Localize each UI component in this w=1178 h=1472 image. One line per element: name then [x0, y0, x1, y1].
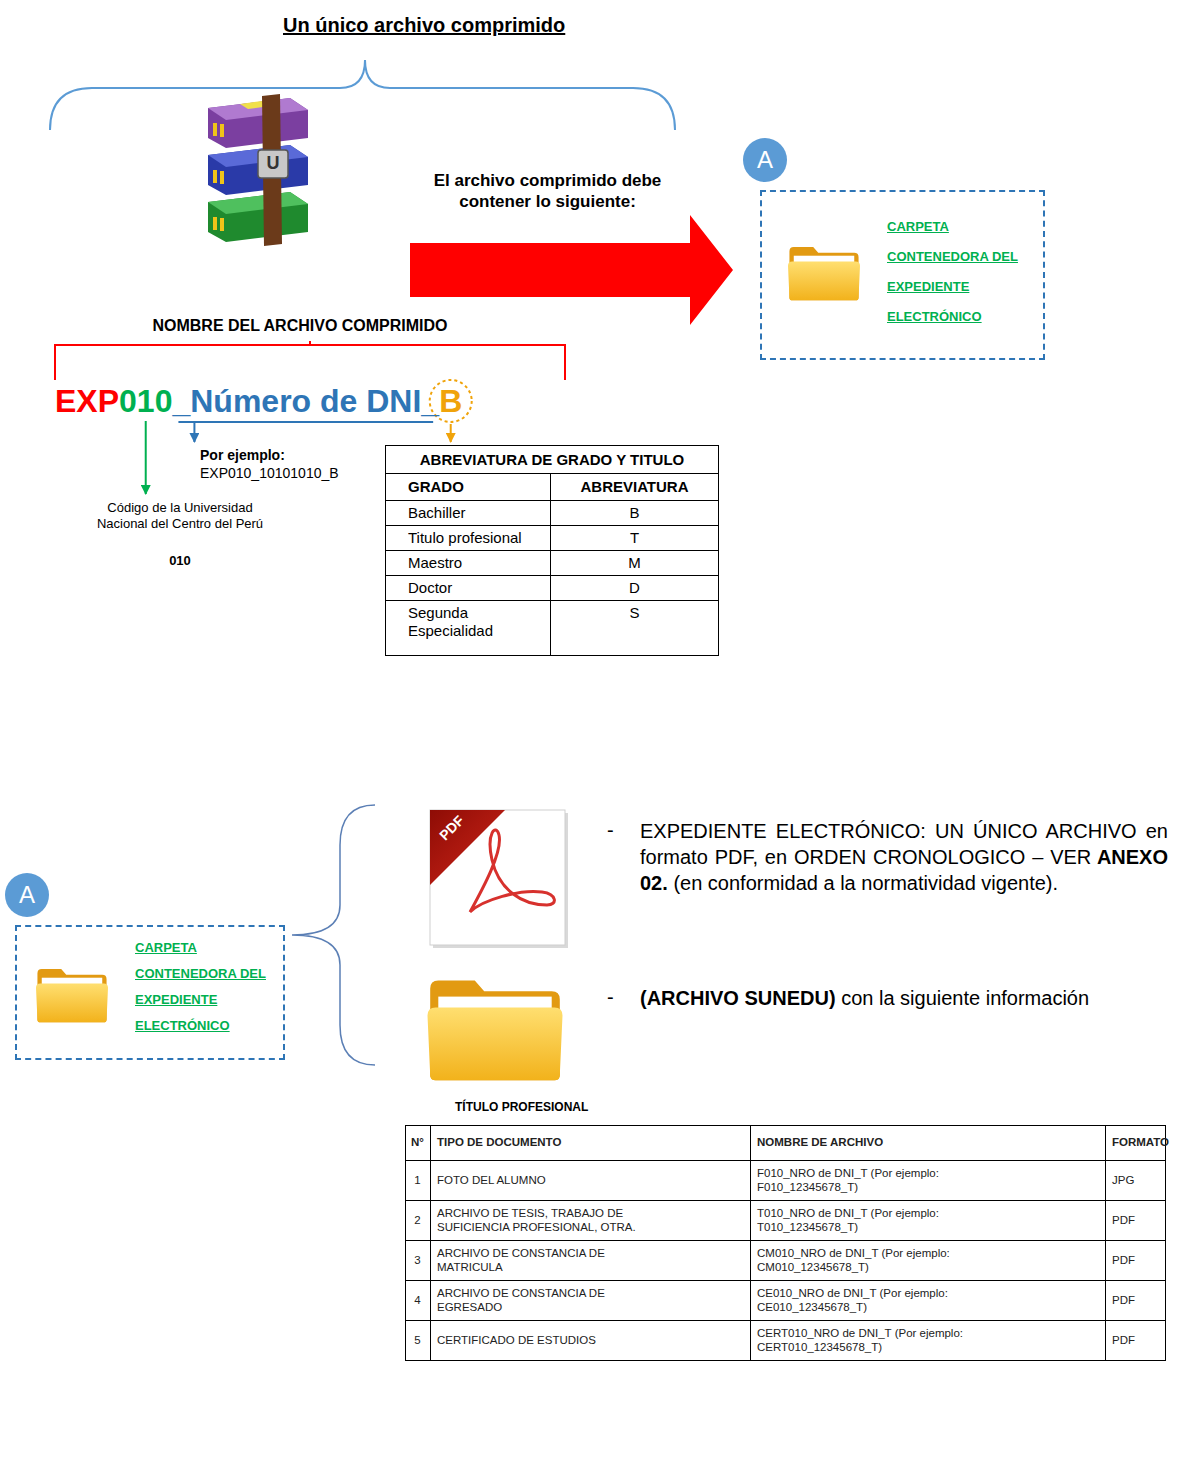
- table-cell: 3: [405, 1240, 431, 1281]
- table-cell: ABREVIATURA DE GRADO Y TITULO: [385, 445, 719, 474]
- code-note: Código de la Universidad Nacional del Ce…: [95, 500, 265, 533]
- leader-line: [145, 421, 147, 494]
- table-cell: M: [550, 550, 719, 576]
- table-cell: JPG: [1105, 1160, 1166, 1201]
- table-cell: PDF: [1105, 1320, 1166, 1361]
- example-label: Por ejemplo:: [200, 447, 285, 465]
- table-cell: PDF: [1105, 1240, 1166, 1281]
- table-cell: B: [550, 500, 719, 526]
- table-cell: CERTIFICADO DE ESTUDIOS: [430, 1320, 751, 1361]
- table-cell: 1: [405, 1160, 431, 1201]
- table-cell: T010_NRO de DNI_T (Por ejemplo: T010_123…: [750, 1200, 1106, 1241]
- table-cell: PDF: [1105, 1280, 1166, 1321]
- table-cell: S: [550, 600, 719, 656]
- body-text: con la siguiente información: [841, 987, 1089, 1009]
- body-text: EXPEDIENTE ELECTRÓNICO: UN ÚNICO ARCHIVO…: [640, 820, 1168, 868]
- example-value: EXP010_10101010_B: [200, 465, 339, 483]
- table-cell: Titulo profesional: [385, 525, 551, 551]
- table-cell: 5: [405, 1320, 431, 1361]
- name-part: EXP: [55, 383, 119, 419]
- table-cell: CERT010_NRO de DNI_T (Por ejemplo: CERT0…: [750, 1320, 1106, 1361]
- arrow-caption: El archivo comprimido debe contener lo s…: [415, 170, 680, 213]
- bullet: -: [607, 818, 614, 843]
- big-red-arrow: [410, 215, 733, 325]
- table-cell: CE010_NRO de DNI_T (Por ejemplo: CE010_1…: [750, 1280, 1106, 1321]
- name-part: 010: [119, 383, 172, 419]
- table-cell: GRADO: [385, 473, 551, 501]
- right-brace: [292, 805, 375, 1065]
- archive-icon: [208, 94, 308, 246]
- name-heading: NOMBRE DEL ARCHIVO COMPRIMIDO: [90, 316, 510, 336]
- leader-line: [178, 421, 433, 423]
- icon-letter: U: [258, 152, 288, 175]
- table-cell: N°: [405, 1125, 431, 1161]
- folder-box: CARPETA CONTENEDORA DEL EXPEDIENTE ELECT…: [15, 925, 285, 1060]
- table-cell: CM010_NRO de DNI_T (Por ejemplo: CM010_1…: [750, 1240, 1106, 1281]
- folder-box: CARPETA CONTENEDORA DEL EXPEDIENTE ELECT…: [760, 190, 1045, 360]
- table-cell: T: [550, 525, 719, 551]
- table-cell: NOMBRE DE ARCHIVO: [750, 1125, 1106, 1161]
- body-text: (ARCHIVO SUNEDU): [640, 987, 836, 1009]
- table-cell: 4: [405, 1280, 431, 1321]
- table-cell: ARCHIVO DE CONSTANCIA DE EGRESADO: [430, 1280, 751, 1321]
- table-cell: F010_NRO de DNI_T (Por ejemplo: F010_123…: [750, 1160, 1106, 1201]
- table-cell: FORMATO: [1105, 1125, 1166, 1161]
- table-cell: Segunda Especialidad: [385, 600, 551, 656]
- pdf-icon: [430, 810, 568, 948]
- name-bracket: [55, 341, 565, 380]
- table-title: TÍTULO PROFESIONAL: [455, 1100, 588, 1115]
- table-cell: Bachiller: [385, 500, 551, 526]
- table-cell: PDF: [1105, 1200, 1166, 1241]
- body-text: (en conformidad a la normatividad vigent…: [673, 872, 1058, 894]
- folder-icon: [36, 247, 860, 1080]
- circle-letter: A: [757, 148, 773, 172]
- table-cell: 2: [405, 1200, 431, 1241]
- folder-caption: CARPETA CONTENEDORA DEL EXPEDIENTE ELECT…: [135, 935, 285, 1039]
- folder-caption: CARPETA CONTENEDORA DEL EXPEDIENTE ELECT…: [887, 212, 1039, 332]
- table-cell: ARCHIVO DE CONSTANCIA DE MATRICULA: [430, 1240, 751, 1281]
- table-cell: TIPO DE DOCUMENTO: [430, 1125, 751, 1161]
- table-cell: FOTO DEL ALUMNO: [430, 1160, 751, 1201]
- text-line: EXPEDIENTE ELECTRÓNICO: UN ÚNICO ARCHIVO…: [640, 818, 1168, 896]
- name-part: _Número de DNI_: [172, 383, 439, 419]
- leader-line: [193, 422, 195, 442]
- bullet: -: [607, 985, 614, 1010]
- code-value: 010: [95, 553, 265, 569]
- text-line: EXP010_Número de DNI_B: [55, 383, 595, 420]
- table-cell: Doctor: [385, 575, 551, 601]
- name-part: B: [439, 383, 462, 419]
- text-line: (ARCHIVO SUNEDU)con la siguiente informa…: [640, 985, 1168, 1011]
- top-brace: [50, 60, 675, 130]
- letter-circle: A: [743, 138, 787, 182]
- letter-circle: A: [5, 873, 49, 917]
- table-cell: ARCHIVO DE TESIS, TRABAJO DE SUFICIENCIA…: [430, 1200, 751, 1241]
- table-cell: ABREVIATURA: [550, 473, 719, 501]
- title: Un único archivo comprimido: [283, 14, 483, 37]
- circle-letter: A: [19, 883, 35, 907]
- leader-line: [450, 424, 452, 442]
- table-cell: Maestro: [385, 550, 551, 576]
- table-cell: D: [550, 575, 719, 601]
